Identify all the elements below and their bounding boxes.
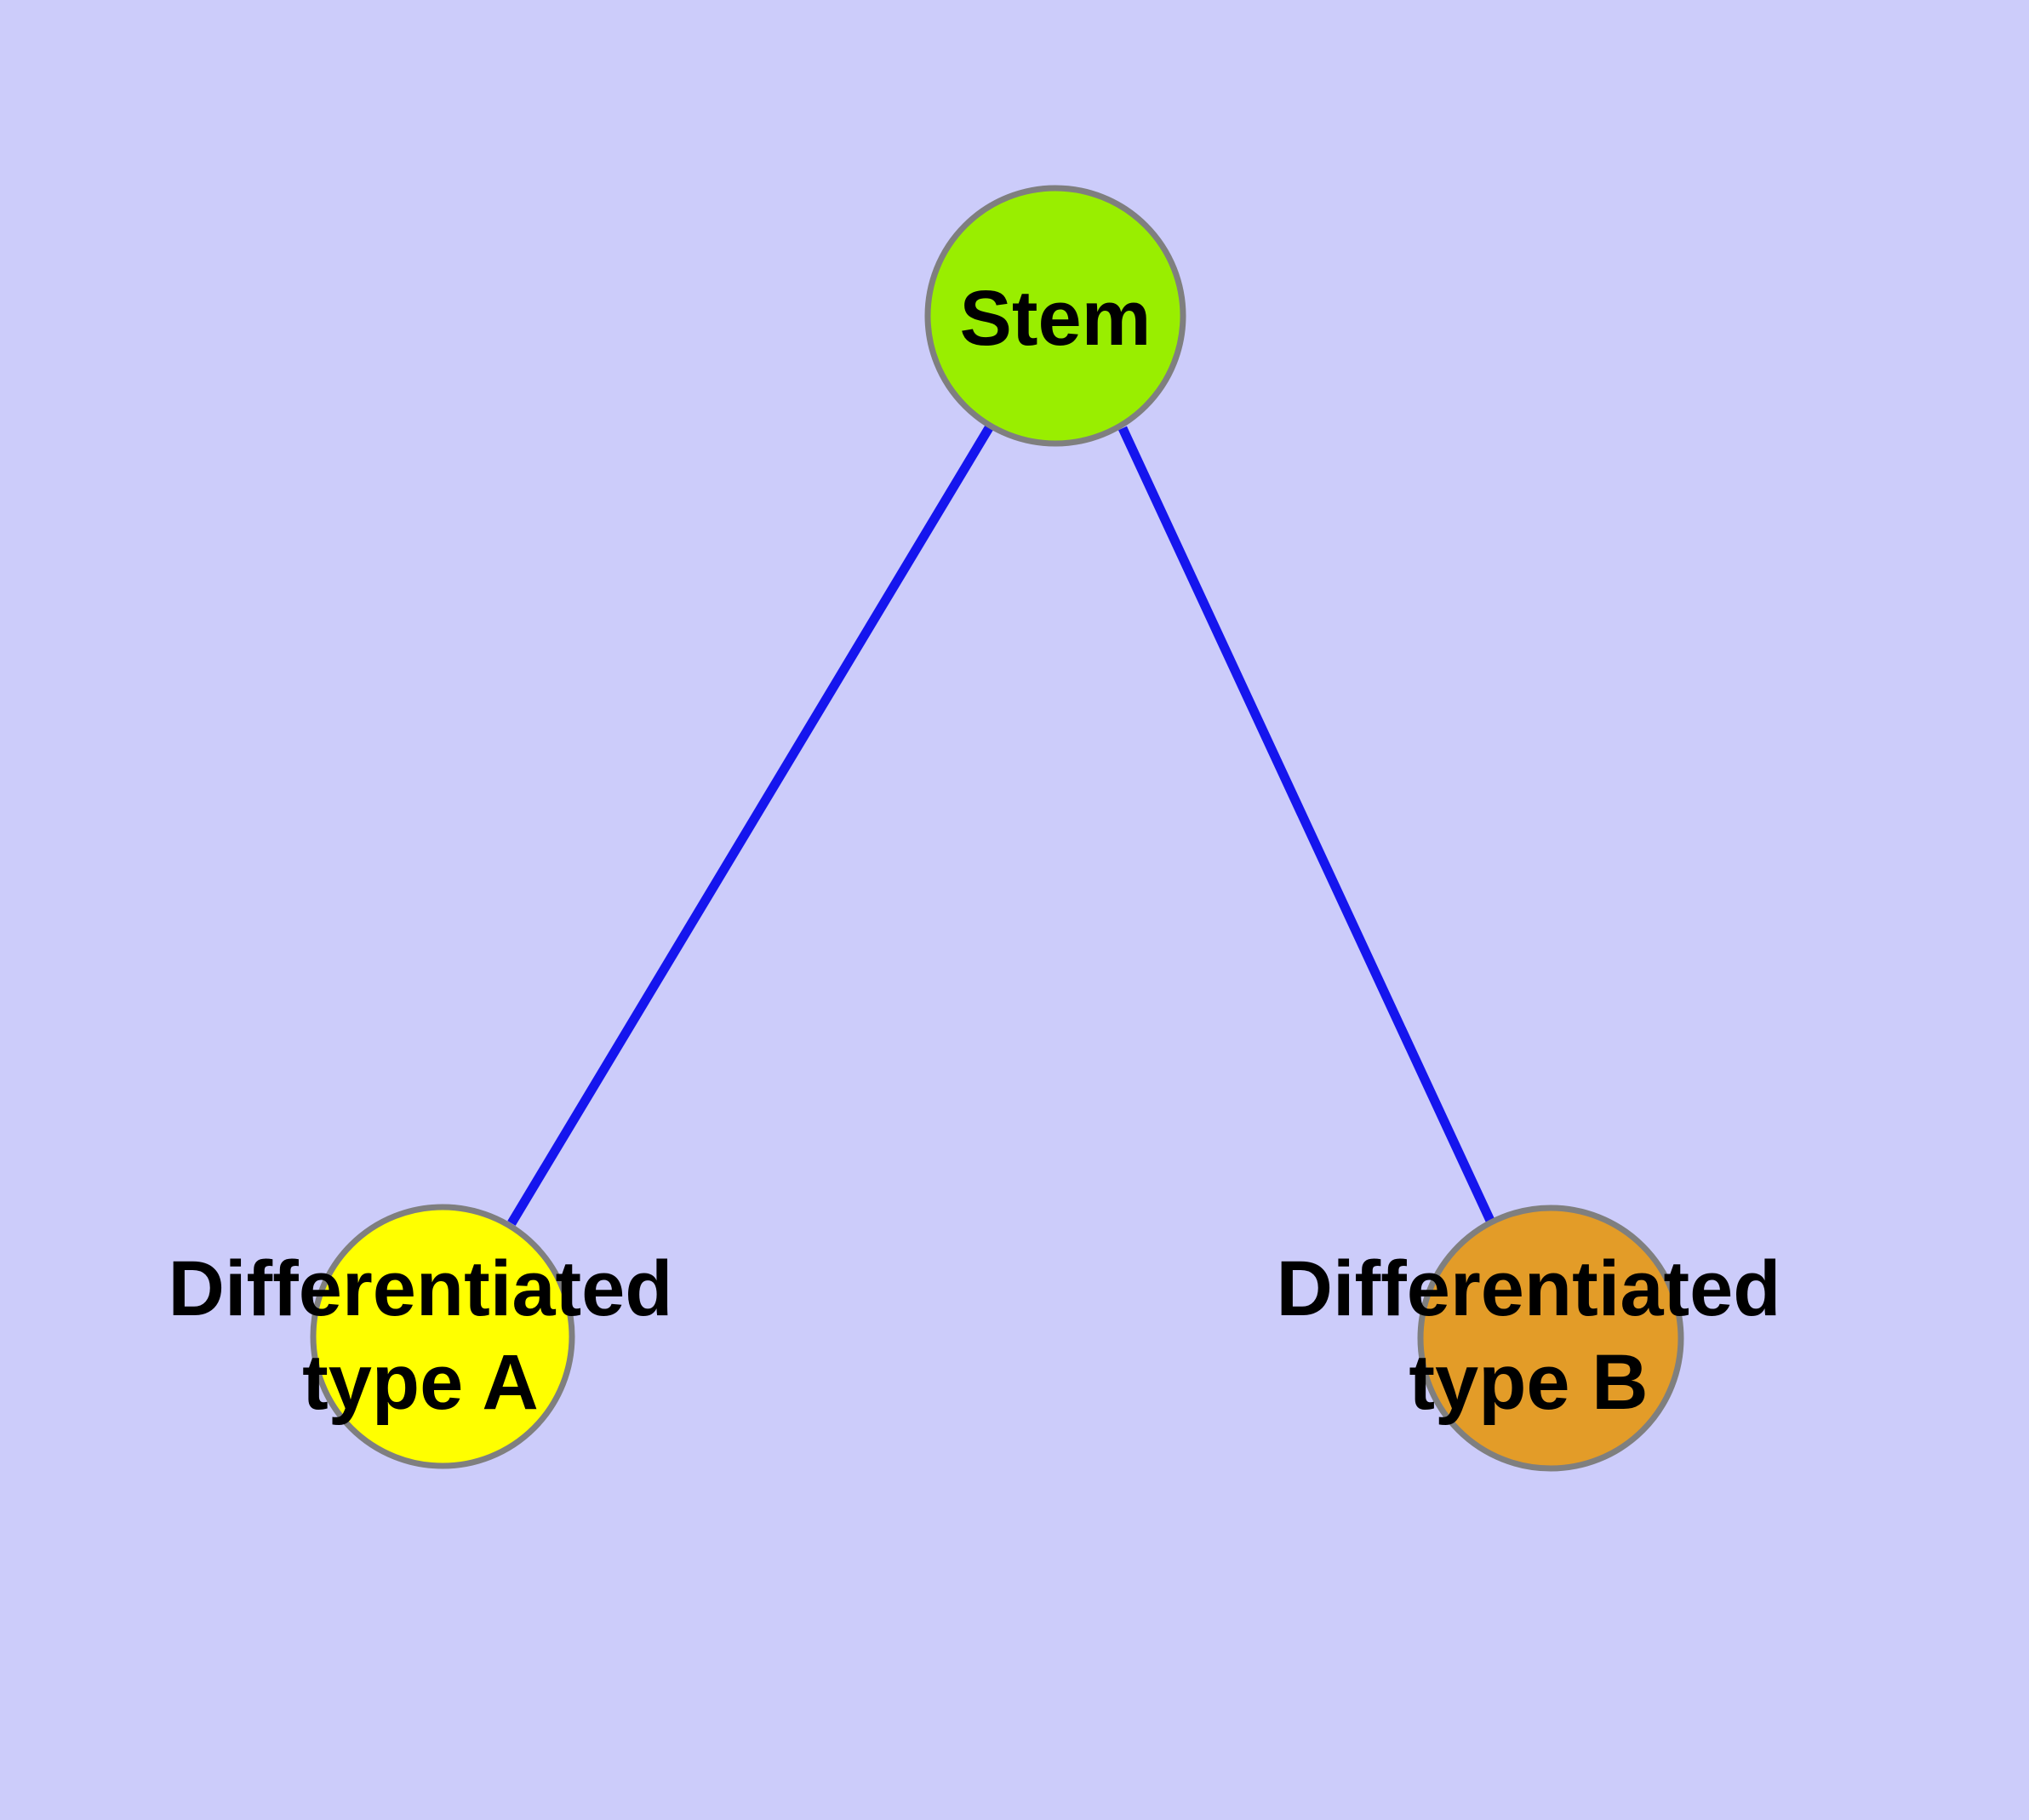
edge-stem-to-diff-a[interactable] xyxy=(507,424,994,1226)
edges-layer xyxy=(507,424,1495,1226)
node-stem[interactable] xyxy=(924,185,1186,447)
node-label-diff_b-line-2: type B xyxy=(1409,1339,1648,1426)
node-label-diff_b-line-1: Differentiated xyxy=(1277,1245,1781,1332)
node-label-diff_a-line-1: Differentiated xyxy=(169,1245,673,1332)
node-diff_b[interactable] xyxy=(1417,1205,1684,1472)
node-diff_a[interactable] xyxy=(310,1204,575,1469)
edge-stem-to-diff-b[interactable] xyxy=(1118,426,1495,1225)
node-label-diff_a-line-2: type A xyxy=(302,1339,539,1426)
node-label-stem-line-1: Stem xyxy=(960,275,1152,362)
nodes-layer xyxy=(310,185,1684,1472)
